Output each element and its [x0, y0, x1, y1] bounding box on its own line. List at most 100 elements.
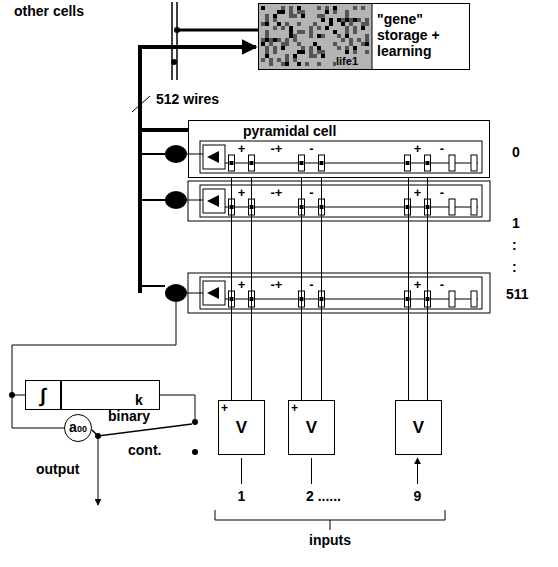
gene-pixel [317, 6, 321, 10]
output-arrow [98, 436, 99, 505]
gene-pixel [349, 22, 353, 26]
label-text: binary [108, 409, 150, 423]
gene-pixel [293, 34, 297, 38]
cell-row [188, 273, 490, 313]
gene-pixel [321, 54, 325, 58]
bus-branch [140, 154, 165, 286]
gene-pixel [313, 54, 317, 58]
gene-pixel [281, 26, 285, 30]
synapse-dot [300, 161, 304, 165]
soma-box [203, 189, 225, 213]
dendrite-line [225, 163, 478, 164]
soma-box [203, 145, 225, 169]
gene-pixel [269, 38, 273, 42]
integrator-box: ∫ [25, 380, 61, 410]
junction-dot [171, 59, 177, 65]
gene-pixel [365, 50, 369, 54]
gene-pixels [261, 6, 369, 66]
synapse-box [405, 291, 411, 307]
row-number: : [512, 260, 517, 274]
gene-pixel [353, 50, 357, 54]
gene-pixel [261, 42, 265, 46]
node-text: V [236, 418, 247, 438]
gene-pixel [273, 38, 277, 42]
gene-pixel [341, 18, 345, 22]
label-text: + [291, 402, 298, 414]
sign-label: - [440, 186, 444, 199]
inputs-bracket [215, 510, 445, 530]
gene-pixel [365, 38, 369, 42]
gene-image [259, 4, 372, 69]
gene-pixel [345, 50, 349, 54]
gene-pixel [289, 26, 293, 30]
sign-label: -+ [271, 142, 283, 155]
gene-pixel [317, 14, 321, 18]
gene-pixel [353, 30, 357, 34]
gene-pixel [269, 58, 273, 62]
gene-pixel [321, 18, 325, 22]
label-text: other cells [14, 4, 84, 18]
gene-pixel [337, 18, 341, 22]
gene-pixel [277, 58, 281, 62]
gene-pixel [281, 6, 285, 10]
gene-pixel [285, 54, 289, 58]
gene-pixel [269, 62, 273, 66]
gene-pixel [277, 38, 281, 42]
label-text: + [221, 402, 228, 414]
gene-pixel [289, 30, 293, 34]
gene-pixel [309, 54, 313, 58]
soma-triangle [207, 287, 219, 299]
label-text: 1 [238, 489, 246, 503]
synapse-box [249, 155, 255, 171]
gene-pixel [265, 54, 269, 58]
lane-box [200, 141, 482, 173]
gene-pixel [333, 42, 337, 46]
gene-pixel [361, 6, 365, 10]
threshold-wire [160, 395, 195, 420]
input-connector [301, 178, 302, 400]
node-text: V [413, 418, 424, 438]
switch-blade [92, 424, 192, 436]
soma-triangle [207, 195, 219, 207]
gene-pixel [261, 22, 265, 26]
gene-pixel [273, 18, 277, 22]
gene-divider [372, 4, 373, 69]
label-text: 2 ...... [306, 489, 341, 503]
gene-pixel [285, 22, 289, 26]
gene-pixel [325, 26, 329, 30]
gene-pixel [277, 22, 281, 26]
gene-pixel [345, 34, 349, 38]
gene-pixel [333, 6, 337, 10]
gene-pixel [365, 18, 369, 22]
gene-pixel [349, 42, 353, 46]
gene-pixel [281, 62, 285, 66]
gene-pixel [353, 6, 357, 10]
synapse-oval [165, 284, 187, 302]
gene-pixel [321, 34, 325, 38]
sign-label: - [440, 142, 444, 155]
gene-pixel [301, 50, 305, 54]
gene-pixel [285, 62, 289, 66]
sign-label: + [238, 186, 246, 199]
node-text: a [69, 419, 77, 435]
gene-storage-box: "gene" storage + learning [258, 3, 470, 70]
synapse-dot [320, 161, 324, 165]
label-text: 512 wires [156, 92, 219, 106]
gene-pixel [317, 62, 321, 66]
node-text: k [135, 392, 143, 408]
input-connector [408, 178, 409, 400]
gene-pixel [265, 18, 269, 22]
dendrite-line [225, 207, 478, 208]
gene-pixel [357, 38, 361, 42]
gene-pixel [261, 6, 265, 10]
sign-label: + [414, 186, 422, 199]
gene-pixel [297, 62, 301, 66]
gene-pixel [297, 22, 301, 26]
synapse-box [425, 155, 431, 171]
gene-pixel [353, 46, 357, 50]
soma-triangle [207, 151, 219, 163]
gene-pixel [333, 10, 337, 14]
input-arrow [242, 458, 418, 484]
gene-pixel [285, 42, 289, 46]
gene-pixel [341, 22, 345, 26]
